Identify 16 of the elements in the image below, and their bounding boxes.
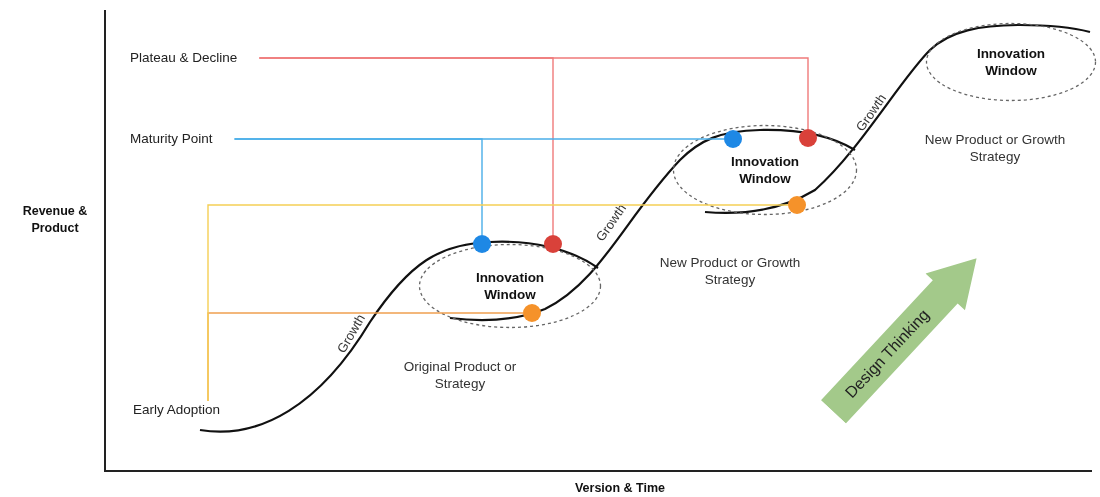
dashed-ellipse: Innovation Window [925, 22, 1097, 102]
leader-line [207, 204, 789, 402]
stage-label: Maturity Point [130, 130, 213, 148]
leader-line [258, 57, 809, 130]
region-label: New Product or Growth Strategy [658, 254, 802, 288]
leader-line [233, 138, 725, 140]
dashed-ellipse: Innovation Window [418, 243, 602, 329]
axis-label: Version & Time [573, 480, 667, 497]
stage-label: Early Adoption [133, 401, 221, 419]
stage-label: Plateau & Decline [130, 49, 238, 67]
dashed-ellipse: Innovation Window [672, 124, 858, 216]
region-label: New Product or Growth Strategy [923, 131, 1067, 165]
axis-label: Revenue & Product [21, 203, 89, 237]
region-label: Original Product or Strategy [402, 358, 518, 392]
marker-dot [544, 235, 562, 253]
marker-dot [473, 235, 491, 253]
